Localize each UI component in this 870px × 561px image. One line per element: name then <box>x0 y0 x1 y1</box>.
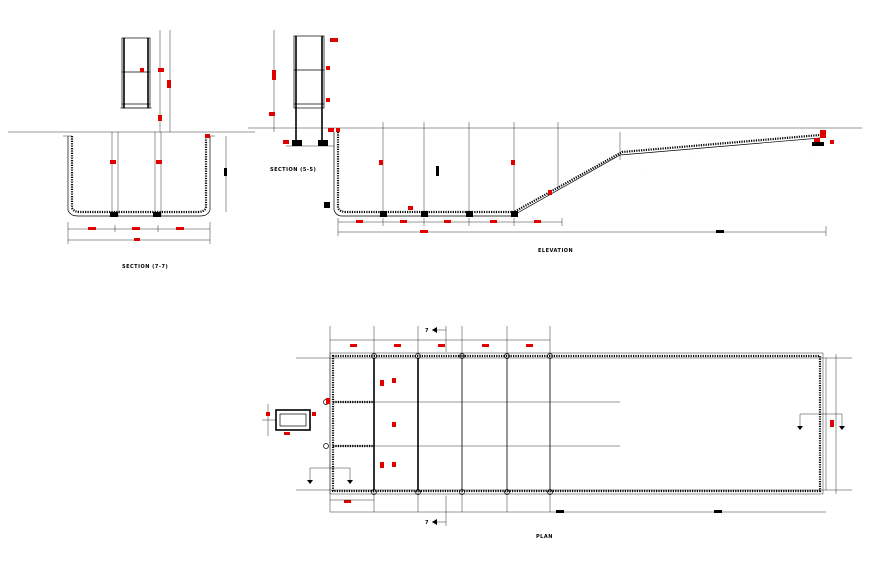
plan-side-box <box>262 398 330 436</box>
section-7-7-view: SECTION (7-7) <box>63 30 227 270</box>
section-5-5-view: SECTION (5-5) <box>269 30 338 173</box>
tower-structure <box>120 30 171 132</box>
plan-view: 7 7 <box>262 326 852 540</box>
ground-line <box>8 127 862 133</box>
elevation-view: · · · ELEVATION <box>324 122 834 254</box>
svg-text:7: 7 <box>425 328 429 334</box>
section-marker-top: 7 <box>425 326 447 352</box>
section-7-7-label: SECTION (7-7) <box>122 264 168 270</box>
section-7-7-dimensions <box>67 136 227 244</box>
plan-column-nodes <box>323 353 553 495</box>
svg-text:7: 7 <box>425 520 429 526</box>
elevation-label: ELEVATION <box>538 248 573 254</box>
section-5-5-label: SECTION (5-5) <box>270 167 316 173</box>
svg-text:·: · <box>644 169 645 173</box>
svg-text:·: · <box>812 155 813 159</box>
plan-label: PLAN <box>536 534 553 540</box>
section-marker-bottom: 7 <box>425 496 447 526</box>
tank-section-7-7 <box>63 132 215 217</box>
tower-structure-5-5 <box>269 30 338 147</box>
elevation-dimensions <box>337 218 827 236</box>
svg-text:·: · <box>692 153 693 157</box>
plan-level-symbols <box>307 413 845 484</box>
